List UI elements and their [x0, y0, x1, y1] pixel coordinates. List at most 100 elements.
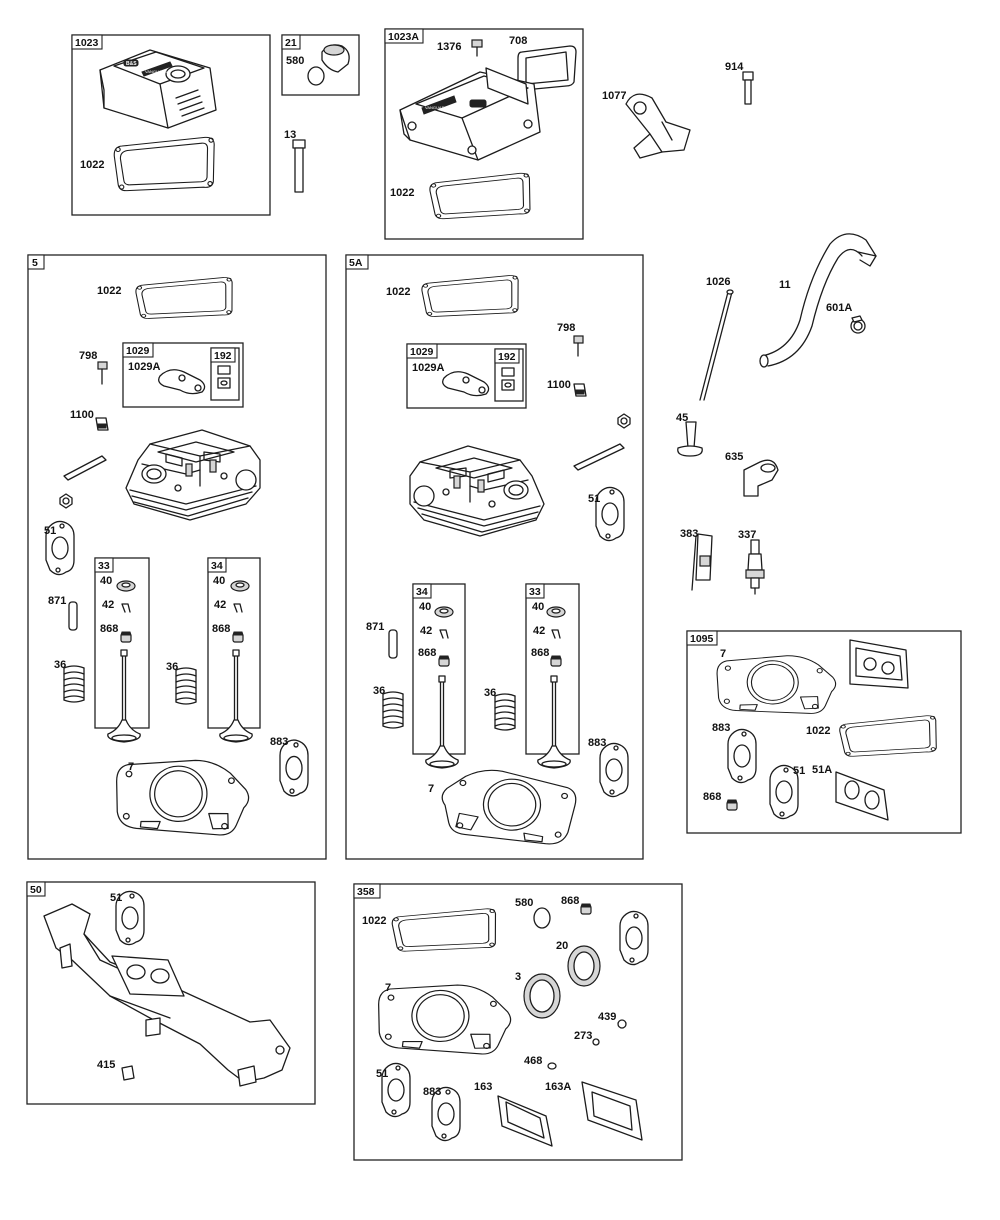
part-label-273: 273	[574, 1030, 592, 1042]
part-label-45: 45	[676, 412, 688, 424]
part-label-868: 868	[100, 623, 118, 635]
part-label-1100: 1100	[70, 409, 94, 421]
screw-798-b	[573, 335, 584, 357]
rocker-nut	[217, 365, 231, 389]
spark-plug: 337	[738, 529, 765, 595]
spring-retainer-3	[434, 606, 454, 618]
group-1023A: 1023A 1376 708 VANGUARD 1022	[384, 28, 584, 240]
part-label-601A: 601A	[826, 302, 852, 314]
rocker-cover-gasket-5	[837, 714, 941, 759]
valve-seal-4	[550, 655, 562, 667]
muffler-gasket-3	[727, 728, 757, 784]
part-label-51A: 51A	[812, 764, 832, 776]
spring-retainer-2	[230, 580, 250, 592]
part-label-798-b: 798	[557, 322, 575, 334]
part-label-13: 13	[284, 129, 296, 141]
group-tag-5: 5	[32, 257, 38, 269]
head-gasket-4	[373, 977, 515, 1059]
head-gasket-3	[713, 650, 839, 717]
part-label-883-b: 883	[588, 737, 606, 749]
part-label-1022-b: 1022	[390, 187, 414, 199]
part-label-337: 337	[738, 529, 756, 541]
part-label-36-d: 36	[484, 687, 496, 699]
rocker-nut-2	[501, 367, 515, 391]
group-tag-33: 33	[98, 560, 110, 572]
cover-vanguard-text-2: VANGUARD	[425, 105, 447, 110]
part-label-580: 580	[286, 55, 304, 67]
part-label-51-c: 51	[793, 765, 805, 777]
push-rod: 1026	[699, 276, 734, 401]
gasket-163	[497, 1095, 553, 1147]
group-tag-1029-b: 1029	[410, 346, 434, 358]
part-label-871-b: 871	[366, 621, 384, 633]
part-label-7-c: 7	[720, 648, 726, 660]
washer-468	[547, 1062, 557, 1070]
stud-2	[573, 443, 625, 471]
group-5: 5 1022 798 1029 1029A 192 1100	[27, 254, 327, 860]
rocker-arm-2	[442, 371, 490, 397]
valve-cover-vanguard: VANGUARD	[399, 67, 541, 161]
fitting-415	[121, 1065, 135, 1081]
part-label-1029A-b: 1029A	[412, 362, 444, 374]
dowel-pin-2	[388, 629, 398, 659]
group-1095: 1095 7 883 1022 51 51A 868	[686, 630, 962, 834]
screw-798	[97, 361, 108, 385]
part-label-40-c: 40	[419, 601, 431, 613]
part-label-20: 20	[556, 940, 568, 952]
valve-keeper-3	[439, 629, 449, 639]
group-358: 358 1022 580 868 20 3 7 439 273 468 51 8…	[353, 883, 683, 1161]
muffler-gasket	[279, 739, 309, 797]
part-label-1022-e: 1022	[806, 725, 830, 737]
part-label-1022-f: 1022	[362, 915, 386, 927]
group-tag-1029: 1029	[126, 345, 150, 357]
group-tag-33-b: 33	[529, 586, 541, 598]
group-1023: 1023 B&S VANGUARD 1022	[71, 34, 271, 216]
breather-gasket	[517, 45, 577, 91]
hose-clamp: 601A	[826, 302, 866, 334]
group-tag-34-b: 34	[416, 586, 428, 598]
rocker-cover-gasket-6	[390, 907, 501, 954]
screw-1376	[471, 39, 483, 57]
part-label-798: 798	[79, 350, 97, 362]
oil-seal-20	[567, 945, 601, 987]
dowel-pin	[68, 601, 78, 631]
part-label-868-e: 868	[703, 791, 721, 803]
rocker-cover-gasket-3	[134, 276, 237, 322]
part-label-468: 468	[524, 1055, 542, 1067]
group-tag-1023: 1023	[75, 37, 99, 49]
rocker-guide-2	[573, 383, 587, 397]
part-label-7: 7	[128, 761, 134, 773]
part-label-883: 883	[270, 736, 288, 748]
intake-gasket	[849, 639, 909, 689]
group-tag-34: 34	[211, 560, 223, 572]
valve-spring-3	[382, 691, 404, 729]
group-tag-21: 21	[285, 37, 297, 49]
exhaust-gasket-51A	[835, 771, 889, 821]
part-label-163: 163	[474, 1081, 492, 1093]
intake-manifold	[43, 903, 291, 1087]
part-label-7-d: 7	[385, 982, 391, 994]
spring-retainer-4	[546, 606, 566, 618]
valve-spring	[63, 665, 85, 703]
spring-retainer	[116, 580, 136, 592]
head-gasket-2	[437, 765, 580, 847]
valve-seal-2	[232, 631, 244, 643]
nut	[59, 493, 73, 509]
valve-cover: B&S VANGUARD	[99, 49, 217, 129]
part-label-1022-c: 1022	[97, 285, 121, 297]
valve-keeper-2	[233, 603, 243, 613]
part-label-868-b: 868	[212, 623, 230, 635]
cover-brand-text: B&S	[126, 61, 137, 67]
part-label-1100-b: 1100	[547, 379, 571, 391]
rocker-cover-gasket-4	[420, 274, 523, 320]
part-label-11: 11	[779, 279, 791, 291]
o-ring	[307, 66, 325, 86]
part-label-1029A: 1029A	[128, 361, 160, 373]
part-label-42-c: 42	[420, 625, 432, 637]
group-tag-192: 192	[214, 350, 232, 362]
part-label-1022-d: 1022	[386, 286, 410, 298]
rocker-cover-gasket-2	[428, 172, 535, 222]
part-label-1376: 1376	[437, 41, 461, 53]
rocker-arm	[158, 369, 206, 395]
